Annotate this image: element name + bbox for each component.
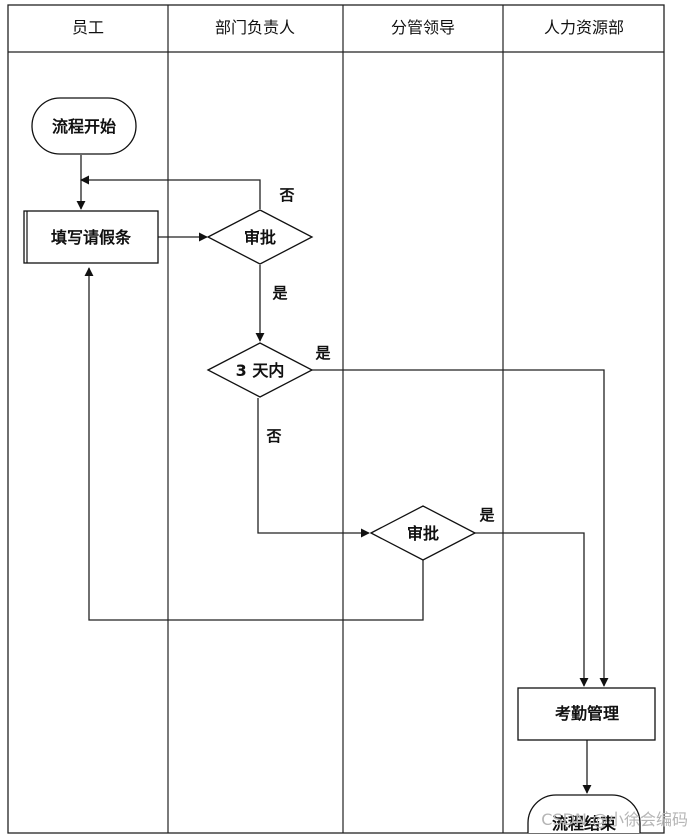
lane-header-leader: 分管领导 [391, 18, 455, 37]
watermark-text: CSDN @小徐会编码 [541, 810, 688, 829]
edge-label-dept-yes: 是 [271, 284, 288, 302]
edge-days-no [257, 398, 370, 538]
lane-header-dept-head: 部门负责人 [215, 18, 295, 37]
node-approve-dept-label: 审批 [244, 228, 276, 247]
node-start: 流程开始 [31, 97, 137, 155]
node-within-3-days-label: 3 天内 [236, 361, 285, 380]
edge-leader-no [84, 267, 424, 621]
node-fill-form: 填写请假条 [23, 210, 159, 264]
node-approve-leader: 审批 [369, 505, 477, 561]
edges [76, 155, 609, 794]
node-within-3-days: 3 天内 [206, 342, 314, 398]
edge-leader-yes [474, 532, 589, 687]
node-end: 流程结束 [527, 794, 641, 833]
edge-days-yes [311, 369, 609, 687]
node-attendance: 考勤管理 [517, 687, 656, 741]
edge-label-days-no: 否 [265, 427, 281, 445]
edge-label-days-yes: 是 [314, 344, 331, 362]
edge-dept-no [80, 175, 261, 209]
node-approve-leader-label: 审批 [407, 524, 439, 543]
edge-label-dept-no: 否 [278, 186, 294, 204]
lane-header-hr: 人力资源部 [544, 18, 624, 37]
node-approve-dept: 审批 [206, 209, 314, 265]
lane-grid [7, 4, 665, 834]
node-fill-form-label: 填写请假条 [51, 228, 132, 247]
node-start-label: 流程开始 [52, 117, 116, 136]
node-attendance-label: 考勤管理 [555, 704, 619, 723]
node-end-label: 流程结束 [552, 814, 617, 833]
edge-label-leader-yes: 是 [478, 506, 495, 524]
lane-header-employee: 员工 [72, 18, 104, 37]
